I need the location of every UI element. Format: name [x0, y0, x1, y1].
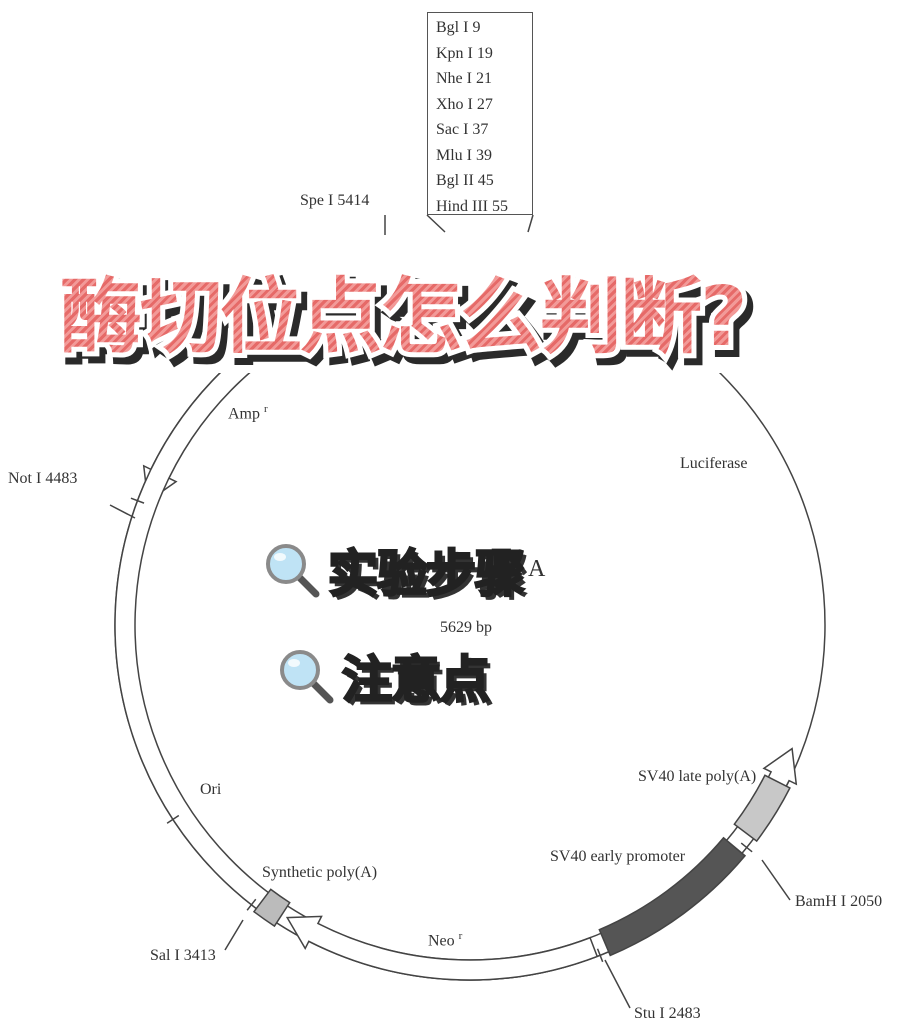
stu-i-tick — [596, 948, 604, 963]
menu-item-steps: 实验步骤 — [262, 534, 527, 606]
ori-tick — [166, 814, 180, 824]
menu-item-notes: 注意点 — [276, 640, 492, 712]
feature-label: Neo — [428, 932, 455, 950]
bamh-i-leader — [761, 859, 791, 901]
feature-sup: r — [458, 930, 463, 942]
sv40-early-promoter-box — [598, 836, 747, 957]
plasmid-name-partial: A — [528, 556, 546, 582]
mcs-leader-left — [426, 214, 446, 233]
mcs-site-list: Bgl I 9 Kpn I 19 Nhe I 21 Xho I 27 Sac I… — [427, 12, 533, 215]
mcs-site: Hind III 55 — [436, 197, 508, 215]
feature-luciferase: Luciferase — [680, 455, 748, 472]
mcs-site: Xho I 27 — [436, 95, 493, 113]
neo-r-arrow — [285, 915, 599, 981]
mcs-site: Bgl I 9 — [436, 19, 481, 36]
mcs-site: Bgl II 45 — [436, 172, 494, 189]
sal-i-tick — [246, 898, 257, 911]
magnifier-icon — [266, 544, 320, 598]
page-title: 酶切位点怎么判断? — [60, 250, 880, 369]
bamh-i-tick — [740, 842, 753, 853]
synthetic-polya-box — [252, 888, 291, 928]
title-outline: 酶切位点怎么判断? — [55, 250, 753, 370]
sal-i-leader — [224, 919, 244, 951]
plasmid-size: 5629 bp — [440, 619, 492, 636]
mcs-leader-right — [527, 214, 534, 233]
mcs-site: Nhe I 21 — [436, 70, 492, 87]
feature-label: Amp — [228, 405, 260, 423]
site-spe-i: Spe I 5414 — [300, 192, 370, 209]
title-shadow: 酶切位点怎么判断? — [61, 257, 759, 377]
feature-ori: Ori — [200, 781, 222, 798]
feature-synthetic-polya: Synthetic poly(A) — [262, 864, 378, 881]
site-not-i: Not I 4483 — [8, 470, 78, 487]
not-i-leader — [109, 504, 136, 519]
title-banner-background — [40, 248, 870, 373]
sv40-late-polya-box — [733, 774, 791, 843]
feature-sv40-late-polya: SV40 late poly(A) — [638, 768, 757, 785]
luciferase-arrow — [114, 269, 798, 981]
feature-amp-r: Amp r — [228, 403, 268, 423]
feature-sup: r — [264, 403, 268, 415]
stu-i-leader — [604, 959, 631, 1009]
feature-neo-r: Neo r — [428, 930, 462, 950]
site-bamh-i: BamH I 2050 — [795, 893, 883, 910]
not-i-tick — [130, 497, 145, 504]
feature-sv40-early-promoter: SV40 early promoter — [550, 848, 686, 865]
magnifier-icon — [280, 650, 334, 704]
site-stu-i: Stu I 2483 — [634, 1005, 701, 1022]
mcs-site: Mlu I 39 — [436, 146, 492, 164]
menu-item-label: 实验步骤 — [327, 544, 527, 605]
site-sal-i: Sal I 3413 — [150, 947, 216, 964]
mcs-site: Kpn I 19 — [436, 44, 493, 62]
menu-item-label: 注意点 — [341, 650, 492, 711]
mcs-site: Sac I 37 — [436, 121, 489, 138]
